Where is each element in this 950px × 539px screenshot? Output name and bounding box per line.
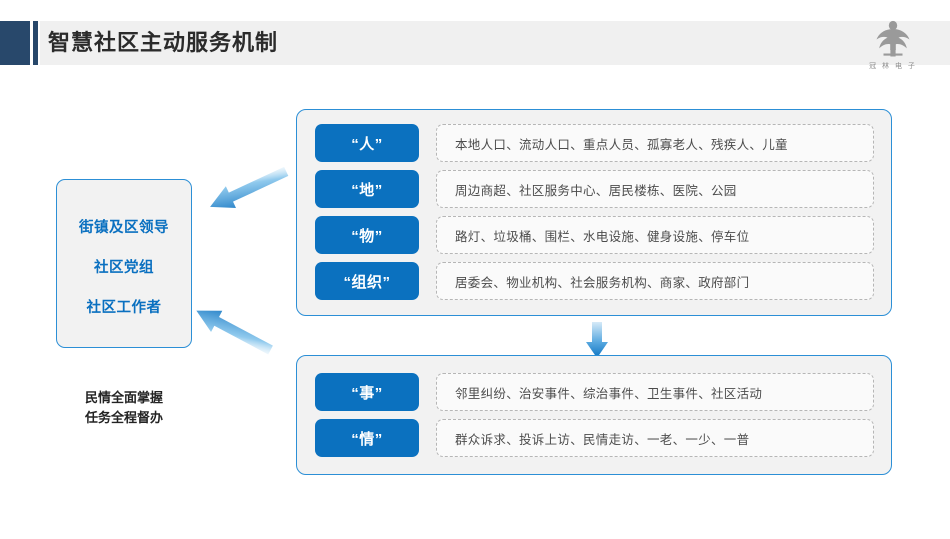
role-box: 街镇及区领导 社区党组 社区工作者 [56, 179, 192, 348]
category-desc-sentiment: 群众诉求、投诉上访、民情走访、一老、一少、一普 [436, 419, 874, 457]
role-item-workers: 社区工作者 [86, 300, 162, 316]
header-band [40, 21, 950, 65]
table-row[interactable]: “物” 路灯、垃圾桶、围栏、水电设施、健身设施、停车位 [315, 216, 874, 254]
category-chip-sentiment[interactable]: “情” [315, 419, 419, 457]
category-chip-affairs[interactable]: “事” [315, 373, 419, 411]
category-desc-affairs: 邻里纠纷、治安事件、综治事件、卫生事件、社区活动 [436, 373, 874, 411]
table-row[interactable]: “组织” 居委会、物业机构、社会服务机构、商家、政府部门 [315, 262, 874, 300]
category-desc-sentiment-text: 群众诉求、投诉上访、民情走访、一老、一少、一普 [455, 432, 750, 447]
page-header: 智慧社区主动服务机制 [0, 21, 950, 65]
category-desc-place-text: 周边商超、社区服务中心、居民楼栋、医院、公园 [455, 183, 737, 198]
table-row[interactable]: “人” 本地人口、流动人口、重点人员、孤寡老人、残疾人、儿童 [315, 124, 874, 162]
category-chip-object[interactable]: “物” [315, 216, 419, 254]
role-caption-line-2: 任务全程督办 [84, 410, 163, 425]
arrow-up-left-icon [196, 310, 273, 355]
table-row[interactable]: “事” 邻里纠纷、治安事件、综治事件、卫生事件、社区活动 [315, 373, 874, 411]
category-desc-people: 本地人口、流动人口、重点人员、孤寡老人、残疾人、儿童 [436, 124, 874, 162]
header-accent-bar [33, 21, 38, 65]
arrow-down-icon [586, 322, 608, 358]
role-item-leaders: 街镇及区领导 [79, 220, 169, 236]
category-desc-organization: 居委会、物业机构、社会服务机构、商家、政府部门 [436, 262, 874, 300]
role-item-party: 社区党组 [94, 260, 154, 276]
brand-name: 冠 林 电 子 [869, 63, 917, 70]
header-accent-block [0, 21, 30, 65]
category-desc-organization-text: 居委会、物业机构、社会服务机构、商家、政府部门 [455, 275, 750, 290]
category-desc-object-text: 路灯、垃圾桶、围栏、水电设施、健身设施、停车位 [455, 229, 750, 244]
events-panel: “事” 邻里纠纷、治安事件、综治事件、卫生事件、社区活动 “情” 群众诉求、投诉… [296, 355, 892, 475]
category-chip-organization[interactable]: “组织” [315, 262, 419, 300]
brand-logo: 冠 林 电 子 [862, 20, 924, 72]
page-title: 智慧社区主动服务机制 [48, 30, 279, 55]
table-row[interactable]: “地” 周边商超、社区服务中心、居民楼栋、医院、公园 [315, 170, 874, 208]
resources-panel: “人” 本地人口、流动人口、重点人员、孤寡老人、残疾人、儿童 “地” 周边商超、… [296, 109, 892, 316]
category-desc-place: 周边商超、社区服务中心、居民楼栋、医院、公园 [436, 170, 874, 208]
table-row[interactable]: “情” 群众诉求、投诉上访、民情走访、一老、一少、一普 [315, 419, 874, 457]
category-chip-people[interactable]: “人” [315, 124, 419, 162]
category-desc-affairs-text: 邻里纠纷、治安事件、综治事件、卫生事件、社区活动 [455, 386, 763, 401]
category-desc-object: 路灯、垃圾桶、围栏、水电设施、健身设施、停车位 [436, 216, 874, 254]
category-chip-place[interactable]: “地” [315, 170, 419, 208]
category-desc-people-text: 本地人口、流动人口、重点人员、孤寡老人、残疾人、儿童 [455, 137, 788, 152]
arrow-down-left-icon [210, 166, 289, 209]
tree-logo-icon [862, 20, 924, 60]
role-caption: 民情全面掌握 任务全程督办 [56, 388, 192, 428]
role-caption-line-1: 民情全面掌握 [84, 390, 163, 405]
